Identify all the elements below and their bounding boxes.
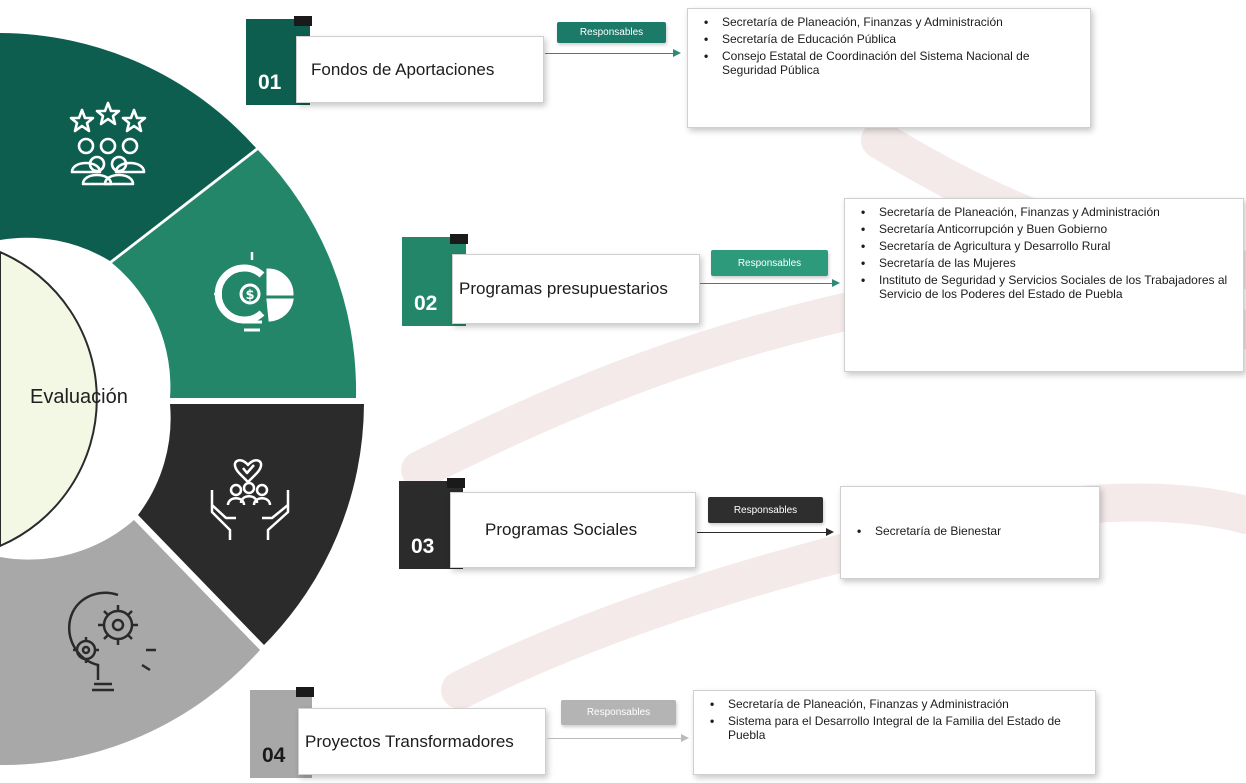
connector-arrow-01 [545,49,681,57]
responsible-item: Consejo Estatal de Coordinación del Sist… [700,49,1080,77]
item-title-04: Proyectos Transformadores [298,708,546,775]
responsible-item: Secretaría de Planeación, Finanzas y Adm… [700,15,1080,29]
responsible-item: Secretaría de Planeación, Finanzas y Adm… [857,205,1233,219]
money-pie-bulb-icon: $ [214,252,294,332]
responsible-item: Instituto de Seguridad y Servicios Socia… [857,273,1233,301]
item-title-02: Programas presupuestarios [452,254,700,324]
wheel-segment-1 [0,33,256,261]
item-title-03: Programas Sociales [450,492,696,568]
responsible-item: Secretaría de Bienestar [853,524,1001,538]
evaluation-label: Evaluación [30,386,128,408]
responsables-pill-03: Responsables [708,497,823,523]
responsible-item: Secretaría de Planeación, Finanzas y Adm… [706,697,1085,711]
responsible-item: Secretaría Anticorrupción y Buen Gobiern… [857,222,1233,236]
responsables-pill-01: Responsables [557,22,666,43]
wheel-segment-3 [138,404,364,645]
responsibles-list-03: Secretaría de Bienestar [840,486,1100,579]
responsible-item: Secretaría de las Mujeres [857,256,1233,270]
responsibles-list-01: Secretaría de Planeación, Finanzas y Adm… [687,8,1091,128]
connector-arrow-02 [700,279,840,287]
inner-circle [0,250,98,548]
responsible-item: Secretaría de Agricultura y Desarrollo R… [857,239,1233,253]
gears-head-icon [68,591,156,692]
responsible-item: Sistema para el Desarrollo Integral de l… [706,714,1085,742]
wheel-segment-4 [0,520,260,766]
responsables-pill-04: Responsables [561,700,676,725]
item-title-01: Fondos de Aportaciones [296,36,544,103]
responsibles-list-04: Secretaría de Planeación, Finanzas y Adm… [693,690,1096,775]
stars-people-icon [69,101,147,186]
responsible-item: Secretaría de Educación Pública [700,32,1080,46]
evaluation-wheel: $ [0,33,364,766]
hands-community-heart-icon [210,459,290,540]
wheel-segment-2 [112,150,357,398]
connector-arrow-04 [547,734,689,742]
responsables-pill-02: Responsables [711,250,828,276]
svg-text:$: $ [245,288,254,303]
connector-arrow-03 [697,528,834,536]
responsibles-list-02: Secretaría de Planeación, Finanzas y Adm… [844,198,1244,372]
